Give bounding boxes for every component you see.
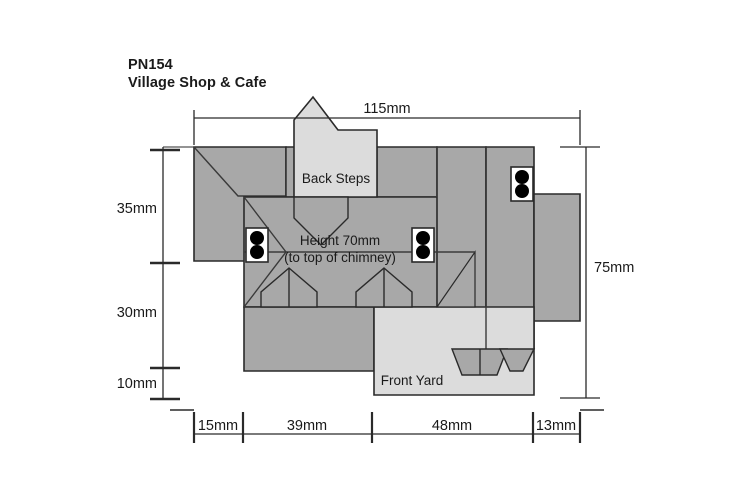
bottom-dimension-label-39mm: 39mm <box>287 418 327 434</box>
bottom-dimension-label-15mm: 15mm <box>198 418 238 434</box>
chimney-left <box>245 227 269 263</box>
chimney-pot-bottom <box>515 184 529 198</box>
lower-dormer-right <box>498 348 536 372</box>
lower-right-dormers <box>450 348 536 376</box>
main-body-hip-left-top <box>243 196 287 253</box>
height-note-line-2: (to top of chimney) <box>284 250 396 265</box>
product-name: Village Shop & Cafe <box>128 75 267 92</box>
left-dimension-label-30mm: 30mm <box>117 305 157 321</box>
chimney-pot-bottom <box>416 245 430 259</box>
chimney-pot-top <box>416 231 430 245</box>
front-yard-label: Front Yard <box>381 373 444 388</box>
chimney-pot-top <box>515 170 529 184</box>
bottom-dimension-label-13mm: 13mm <box>536 418 576 434</box>
chimney-pot-bottom <box>250 245 264 259</box>
top-dimension <box>193 110 581 145</box>
chimney-centre <box>411 227 435 263</box>
title-block: PN154 Village Shop & Cafe <box>128 56 267 92</box>
top-dimension-label: 115mm <box>363 101 410 117</box>
shop-front-block <box>243 306 375 372</box>
chimney-right <box>510 166 534 202</box>
left-dimension-label-10mm: 10mm <box>117 376 157 392</box>
chimney-pot-top <box>250 231 264 245</box>
back-steps-label: Back Steps <box>302 171 371 186</box>
height-note-line-1: Height 70mm <box>300 233 380 248</box>
right-dimension <box>560 146 600 399</box>
front-dormers <box>260 267 413 308</box>
right-side-extension <box>533 193 581 322</box>
bottom-dimension-label-48mm: 48mm <box>432 418 472 434</box>
rear-roof-band-right <box>376 146 438 198</box>
main-body-front-wedge <box>435 250 476 308</box>
product-code: PN154 <box>128 57 173 73</box>
bottom-dimension-chain <box>170 409 604 443</box>
left-wing-roof-hip <box>193 146 286 197</box>
left-dimension-label-35mm: 35mm <box>117 201 157 217</box>
right-dimension-label: 75mm <box>594 260 634 276</box>
left-dimension-chain <box>150 146 194 401</box>
main-body-hip-left-bottom <box>243 251 287 308</box>
back-steps-lower-hip <box>293 196 349 246</box>
